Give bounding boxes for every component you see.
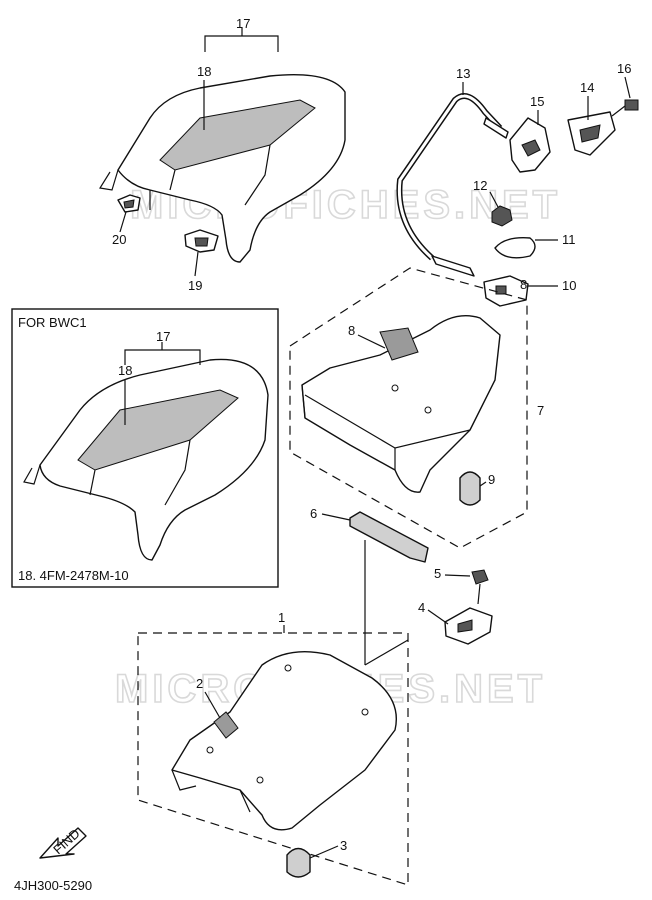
- callout-20: 20: [112, 232, 126, 247]
- callout-8-latch: 8: [520, 277, 527, 292]
- callout-17-inset: 17: [156, 329, 170, 344]
- callout-7: 7: [537, 403, 544, 418]
- callout-11: 11: [562, 232, 576, 247]
- callout-12: 12: [473, 178, 487, 193]
- bracket-17-top: [204, 35, 279, 52]
- callout-19: 19: [188, 278, 202, 293]
- callout-14: 14: [580, 80, 594, 95]
- callout-17-top: 17: [236, 16, 250, 31]
- callout-18-inset: 18: [118, 363, 132, 378]
- inset-frame: [11, 308, 279, 588]
- group-7-outline: [289, 267, 528, 549]
- callout-3: 3: [340, 838, 347, 853]
- callout-9: 9: [488, 472, 495, 487]
- find-direction-arrow: FIND: [39, 826, 87, 859]
- callout-16: 16: [617, 61, 631, 76]
- seat-cowl-inset: [23, 358, 269, 561]
- callout-15: 15: [530, 94, 544, 109]
- group-1-outline: [137, 632, 409, 886]
- bolt-and-bracket: [444, 569, 493, 645]
- callout-5: 5: [434, 566, 441, 581]
- callout-10: 10: [562, 278, 576, 293]
- rear-seat: [301, 315, 501, 506]
- callout-13: 13: [456, 66, 470, 81]
- seat-band: [349, 511, 429, 563]
- callout-2: 2: [196, 676, 203, 691]
- callout-8-seat: 8: [348, 323, 355, 338]
- callout-18-top: 18: [197, 64, 211, 79]
- seat-cowl-top: [99, 74, 346, 263]
- front-seat: [171, 650, 397, 878]
- callout-1: 1: [278, 610, 285, 625]
- callout-4: 4: [418, 600, 425, 615]
- inset-note: 18. 4FM-2478M-10: [18, 568, 129, 583]
- inset-title: FOR BWC1: [18, 315, 87, 330]
- callout-6: 6: [310, 506, 317, 521]
- footer-code: 4JH300-5290: [14, 878, 92, 893]
- bracket-17-inset: [124, 349, 201, 365]
